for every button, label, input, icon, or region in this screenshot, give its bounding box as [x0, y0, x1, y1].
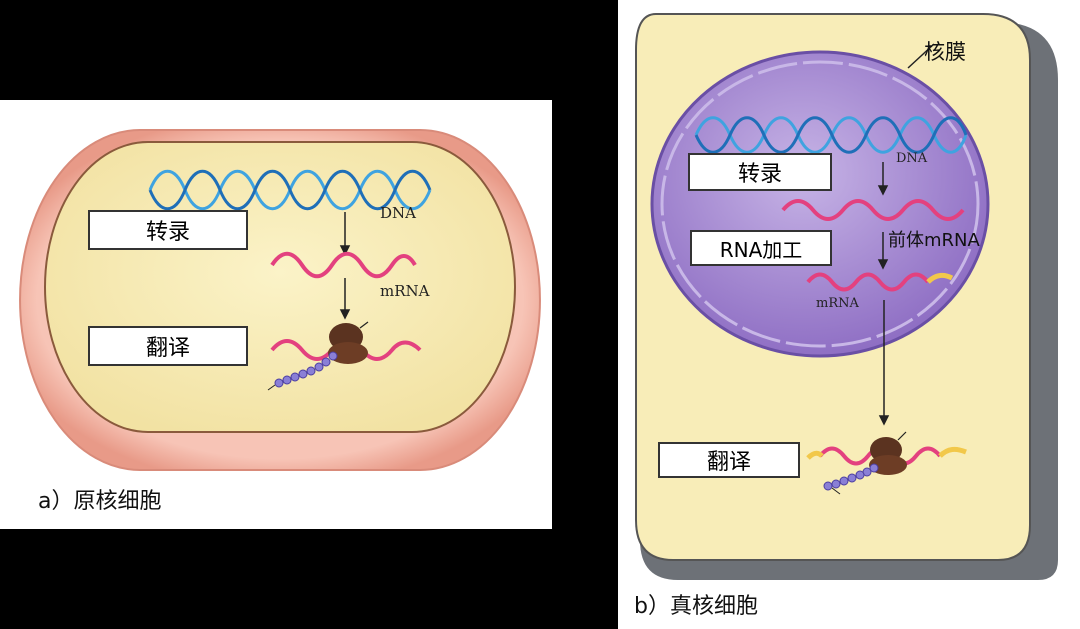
dna-label: DNA [380, 204, 416, 222]
translation-label: 翻译 [88, 326, 248, 366]
nuclear-envelope-label: 核膜 [924, 40, 966, 64]
translation-label: 翻译 [658, 442, 800, 478]
dna-helix [694, 116, 968, 154]
caption-eukaryote: b）真核细胞 [634, 594, 758, 619]
dna-helix [148, 169, 432, 211]
pre-mrna-label: 前体mRNA [888, 230, 980, 251]
transcription-label: 转录 [88, 210, 248, 250]
eukaryote-diagram [635, 13, 1058, 580]
transcription-label: 转录 [688, 153, 832, 191]
peptide-chain [267, 351, 338, 391]
mrna-label: mRNA [816, 296, 859, 311]
mature-mrna [806, 272, 930, 292]
eukaryote-panel: 核膜 转录 DNA RNA加工 前体mRNA mRNA 翻译 b）真核细胞 [618, 0, 1080, 629]
cell-membrane [44, 141, 516, 433]
prokaryote-panel: 转录 翻译 DNA mRNA a）原核细胞 [0, 100, 552, 529]
pre-mrna-strand [781, 199, 965, 221]
peptide-chain [823, 463, 879, 495]
ribosome [328, 321, 369, 364]
caption-prokaryote: a）原核细胞 [38, 489, 162, 514]
rna-processing-label: RNA加工 [690, 230, 832, 266]
flow-arrows [877, 162, 890, 426]
dna-label: DNA [896, 151, 928, 166]
flow-arrows [339, 212, 351, 320]
prokaryote-diagram [19, 129, 541, 471]
mrna-label: mRNA [380, 282, 430, 300]
nuclear-envelope-pointer [907, 43, 935, 69]
mrna-strand [270, 251, 417, 279]
ribosome [869, 431, 907, 475]
